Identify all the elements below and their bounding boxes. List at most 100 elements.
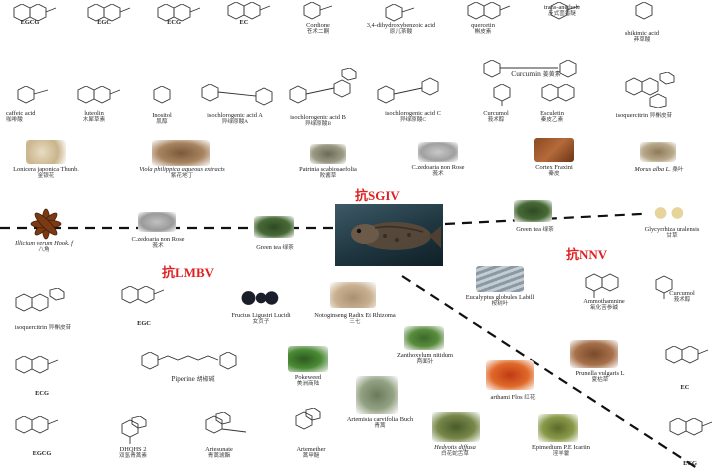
herb-label: Lonicera japonica Thunb.金银花 <box>13 166 79 180</box>
herb-image <box>310 144 346 164</box>
herb-image <box>26 140 66 164</box>
herb-image <box>538 414 578 442</box>
herb-image <box>418 142 458 162</box>
compound-label: ECG <box>683 460 697 467</box>
herb-label: arthami Flos 红花 <box>490 394 536 401</box>
molecule-structure <box>121 416 147 444</box>
star-anise-icon <box>30 208 62 240</box>
molecule-structure <box>15 288 65 312</box>
herb-image <box>404 326 444 350</box>
compound-label: Curcumin 姜黄素 <box>511 69 561 78</box>
herb-image <box>238 288 280 308</box>
molecule-structure <box>121 286 165 304</box>
compound-label: EGC <box>97 19 111 26</box>
anti-nnv-label: 抗NNV <box>566 247 608 262</box>
anti-lmbv-label: 抗LMBV <box>162 265 215 280</box>
molecule-structure <box>550 2 580 20</box>
molecule-structure <box>13 4 57 22</box>
molecule-structure <box>585 273 619 298</box>
molecule-structure <box>141 352 237 370</box>
molecule-structure <box>483 60 577 78</box>
compound-label: EGC <box>137 320 151 327</box>
compound-label: EGCG <box>20 19 40 26</box>
herb-image <box>514 200 552 222</box>
herb-image <box>330 282 376 308</box>
molecule-structure <box>655 275 673 299</box>
molecule-structure <box>289 68 357 104</box>
molecule-structure <box>17 86 49 104</box>
molecule-structure <box>635 2 653 20</box>
anti-sgiv-label: 抗SGIV <box>355 188 400 203</box>
molecule-structure <box>295 408 321 430</box>
herb-image <box>648 202 690 224</box>
molecule-structure <box>669 418 713 436</box>
herb-label: Morus alba L. 桑叶 <box>634 166 684 173</box>
compound-label: Piperine 胡椒碱 <box>171 375 215 383</box>
herb-image <box>534 138 574 162</box>
compound-label: isoquercitrin 异槲皮苷 <box>14 324 72 331</box>
herb-image <box>486 360 534 390</box>
molecule-structure <box>625 72 675 108</box>
molecule-structure <box>303 2 333 20</box>
molecule-structure <box>77 86 121 104</box>
molecule-structure <box>153 86 171 104</box>
molecule-structure <box>157 4 201 22</box>
fish-icon <box>351 222 441 250</box>
compound-label: EGCG <box>32 450 52 457</box>
molecule-structure <box>201 84 273 106</box>
herb-image <box>432 412 480 442</box>
molecule-structure <box>493 84 511 106</box>
molecule-structure <box>205 412 247 434</box>
herb-label: Green tea 绿茶 <box>256 244 294 251</box>
grouper-fish-image <box>335 204 443 266</box>
herb-image <box>476 266 524 292</box>
compound-label: EC <box>680 384 690 391</box>
herb-image <box>356 376 398 414</box>
molecule-structure <box>87 4 131 22</box>
molecule-structure <box>467 2 511 20</box>
compound-label: ECG <box>167 19 181 26</box>
molecule-structure <box>15 356 59 374</box>
herb-image <box>288 346 328 372</box>
herb-label: Green tea 绿茶 <box>516 226 554 233</box>
herb-image <box>138 212 176 232</box>
molecule-structure <box>377 77 439 104</box>
compound-label: isoquercitrin 异槲皮苷 <box>615 112 673 119</box>
molecule-structure <box>541 84 575 102</box>
molecule-structure <box>227 2 271 20</box>
compound-label: ECG <box>35 390 49 397</box>
herb-image <box>570 340 618 368</box>
molecule-structure <box>665 346 709 364</box>
